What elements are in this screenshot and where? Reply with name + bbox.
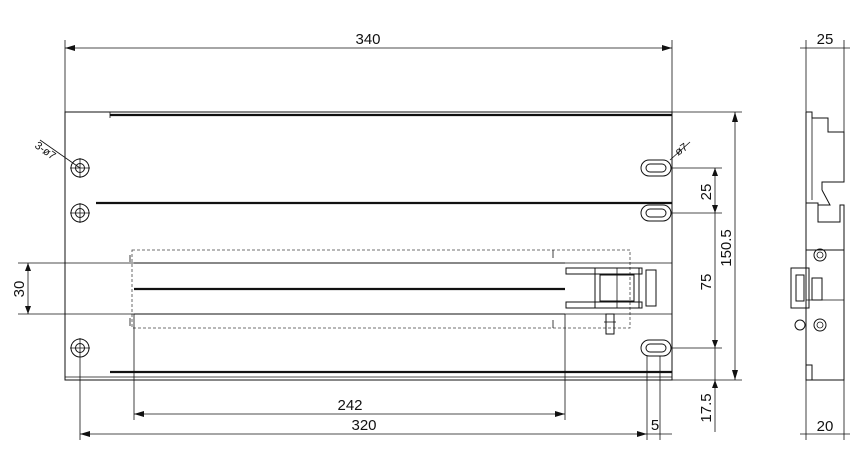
dim-overall-width: 340 xyxy=(355,31,380,48)
side-view xyxy=(790,111,845,381)
dim-rail-spacing: 25 xyxy=(698,184,715,201)
dim-mount-length: 320 xyxy=(351,417,376,434)
dim-bottom-offset: 17.5 xyxy=(698,393,715,422)
mount-hole-left-bottom xyxy=(70,338,90,358)
dim-edge-offset: 5 xyxy=(651,417,659,434)
front-view xyxy=(64,111,673,381)
hole-callout-left: 3-ø7 xyxy=(32,140,57,163)
dim-overall-height: 150.5 xyxy=(718,229,735,267)
mount-slot-right-top xyxy=(640,159,672,177)
dim-left-height: 30 xyxy=(11,281,28,298)
end-bracket xyxy=(565,267,657,335)
mount-slot-right-middle xyxy=(640,204,672,222)
dim-side-depth-bottom: 20 xyxy=(817,418,834,435)
dim-mount-pitch: 75 xyxy=(698,274,715,291)
mount-slot-right-bottom xyxy=(640,339,672,357)
dim-side-depth-top: 25 xyxy=(817,31,834,48)
dim-inner-length: 242 xyxy=(337,397,362,414)
inner-channel xyxy=(131,249,631,329)
dimension-lines xyxy=(18,40,850,440)
mount-hole-left-middle xyxy=(70,203,90,223)
base-plate xyxy=(64,111,673,381)
